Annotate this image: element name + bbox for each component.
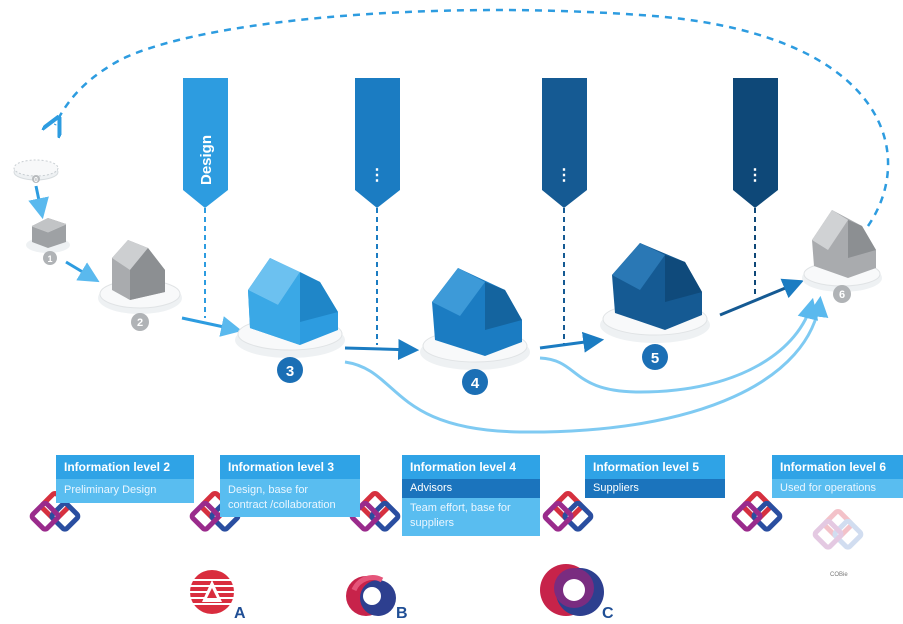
logo-letter-b: B <box>396 605 408 622</box>
curve-3-to-6 <box>344 295 829 434</box>
info-card-title: Information level 6 <box>772 455 903 479</box>
info-card-title: Information level 5 <box>585 455 725 479</box>
banner-level-4: ⋮ <box>355 78 400 345</box>
stage-number-6: 6 <box>839 289 845 301</box>
stage-1-house: 1 <box>26 218 70 265</box>
info-card-row: Suppliers <box>585 479 725 498</box>
info-card-row: Preliminary Design <box>64 484 157 496</box>
cobie-logo <box>812 508 864 550</box>
stage-number-3: 3 <box>286 363 294 380</box>
logo-letter-a: A <box>234 605 246 622</box>
info-card-title: Information level 3 <box>220 455 360 479</box>
stage-number-2: 2 <box>137 317 143 329</box>
info-card-row: Design, base for <box>228 484 309 496</box>
stage-number-5: 5 <box>651 350 659 367</box>
info-card-level-4: Information level 4 Advisors Team effort… <box>402 455 540 536</box>
logo-a <box>190 570 234 614</box>
stage-4-house: 4 <box>420 268 530 395</box>
info-card-row: Advisors <box>402 479 540 498</box>
info-card-row: Team effort, base for <box>410 502 511 514</box>
info-card-row: suppliers <box>410 517 455 529</box>
stage-2-house: 2 <box>98 240 182 331</box>
banner-level-6: ⋮ <box>733 78 778 295</box>
logo-letter-c: C <box>602 605 614 622</box>
ifc-logo-1 <box>29 490 81 532</box>
stage-number-0: 0 <box>34 177 38 184</box>
stage-6-house: 6 <box>802 210 882 303</box>
banner-label-4: ⋮ <box>747 167 763 184</box>
banner-label-design: Design <box>198 135 215 185</box>
banner-level-5: ⋮ <box>542 78 587 345</box>
stage-number-1: 1 <box>47 254 52 264</box>
logo-c <box>540 564 604 616</box>
stage-number-4: 4 <box>471 375 480 392</box>
stage-5-house: 5 <box>600 243 710 370</box>
info-card-level-6: Information level 6 Used for operations <box>772 455 903 498</box>
info-card-row: contract /collaboration <box>228 499 336 511</box>
arrow-2-3 <box>181 316 243 337</box>
stage-3-house: 3 <box>235 258 345 383</box>
arrow-4-5 <box>539 331 605 353</box>
info-card-level-3: Information level 3 Design, base for con… <box>220 455 360 517</box>
stage-0-pedestal <box>13 159 59 183</box>
logo-b <box>346 575 396 616</box>
banner-label-2: ⋮ <box>369 167 385 184</box>
ifc-logo-4 <box>542 490 594 532</box>
arrow-3-4 <box>344 339 420 361</box>
arrow-5-6 <box>719 278 804 317</box>
info-card-level-2: Information level 2 Preliminary Design <box>56 455 194 503</box>
loop-back-arrow <box>55 8 890 227</box>
arrow-0-1 <box>28 185 49 220</box>
banner-design: Design <box>183 78 228 318</box>
banner-label-3: ⋮ <box>556 167 572 184</box>
info-card-title: Information level 2 <box>56 455 194 479</box>
curve-4-to-6 <box>539 297 819 394</box>
cobie-label: COBie <box>830 572 848 578</box>
ifc-logo-5 <box>731 490 783 532</box>
info-card-level-5: Information level 5 Suppliers <box>585 455 725 498</box>
arrow-1-2 <box>65 260 100 283</box>
info-card-title: Information level 4 <box>402 455 540 479</box>
info-card-row: Used for operations <box>772 479 903 498</box>
